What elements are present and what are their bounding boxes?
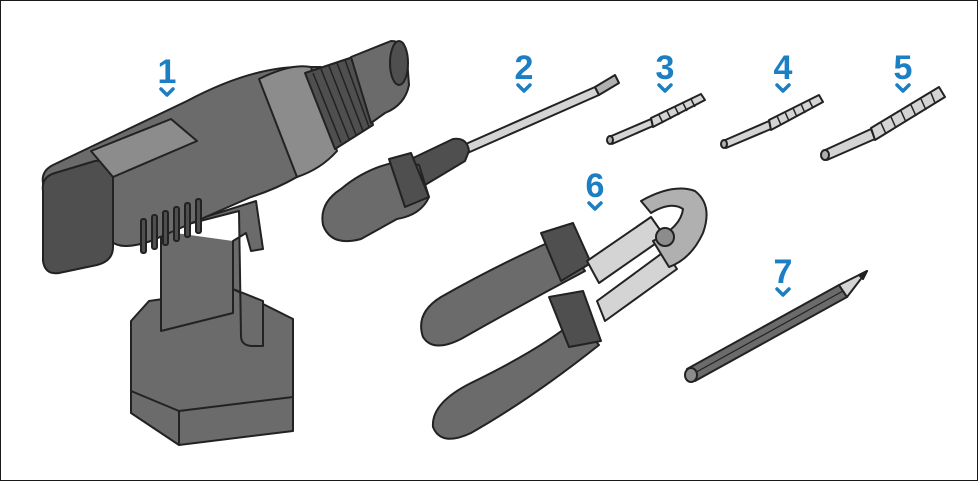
drill-chuck-collar (304, 56, 374, 150)
chevron-down-icon (587, 201, 603, 211)
callout-2: 2 (515, 49, 534, 93)
callout-4: 4 (774, 49, 793, 93)
chevron-down-icon (159, 87, 175, 97)
drill-bit-small (606, 93, 706, 145)
chevron-down-icon (775, 287, 791, 297)
callout-5: 5 (894, 49, 913, 93)
chevron-down-icon (516, 83, 532, 93)
callout-1: 1 (158, 53, 177, 97)
pencil-tip (838, 270, 868, 298)
callout-number: 4 (774, 49, 793, 87)
callout-number: 3 (656, 49, 675, 87)
chevron-down-icon (895, 83, 911, 93)
pencil (684, 270, 868, 383)
screwdriver (321, 74, 620, 243)
side-cutters (420, 187, 708, 440)
side-cutters-jaws (640, 187, 708, 268)
callout-number: 6 (586, 167, 605, 205)
side-cutters-lower-handle (431, 318, 600, 440)
callout-6: 6 (586, 167, 605, 211)
chevron-down-icon (775, 83, 791, 93)
drill-bit-medium (720, 94, 824, 149)
callout-number: 2 (515, 49, 534, 87)
cordless-drill (41, 40, 410, 446)
callout-number: 1 (158, 53, 177, 91)
side-cutters-pivot (655, 227, 675, 247)
drill-bit-large (820, 86, 946, 161)
screwdriver-tip (594, 74, 620, 96)
drill-handle (160, 200, 264, 347)
screwdriver-shaft (458, 86, 600, 156)
callout-7: 7 (774, 253, 793, 297)
chevron-down-icon (657, 83, 673, 93)
callout-number: 5 (894, 49, 913, 87)
drill-rear-cap (41, 159, 114, 275)
drill-vents (140, 198, 202, 254)
callout-number: 7 (774, 253, 793, 291)
callout-3: 3 (656, 49, 675, 93)
side-cutters-upper-handle (420, 236, 586, 347)
